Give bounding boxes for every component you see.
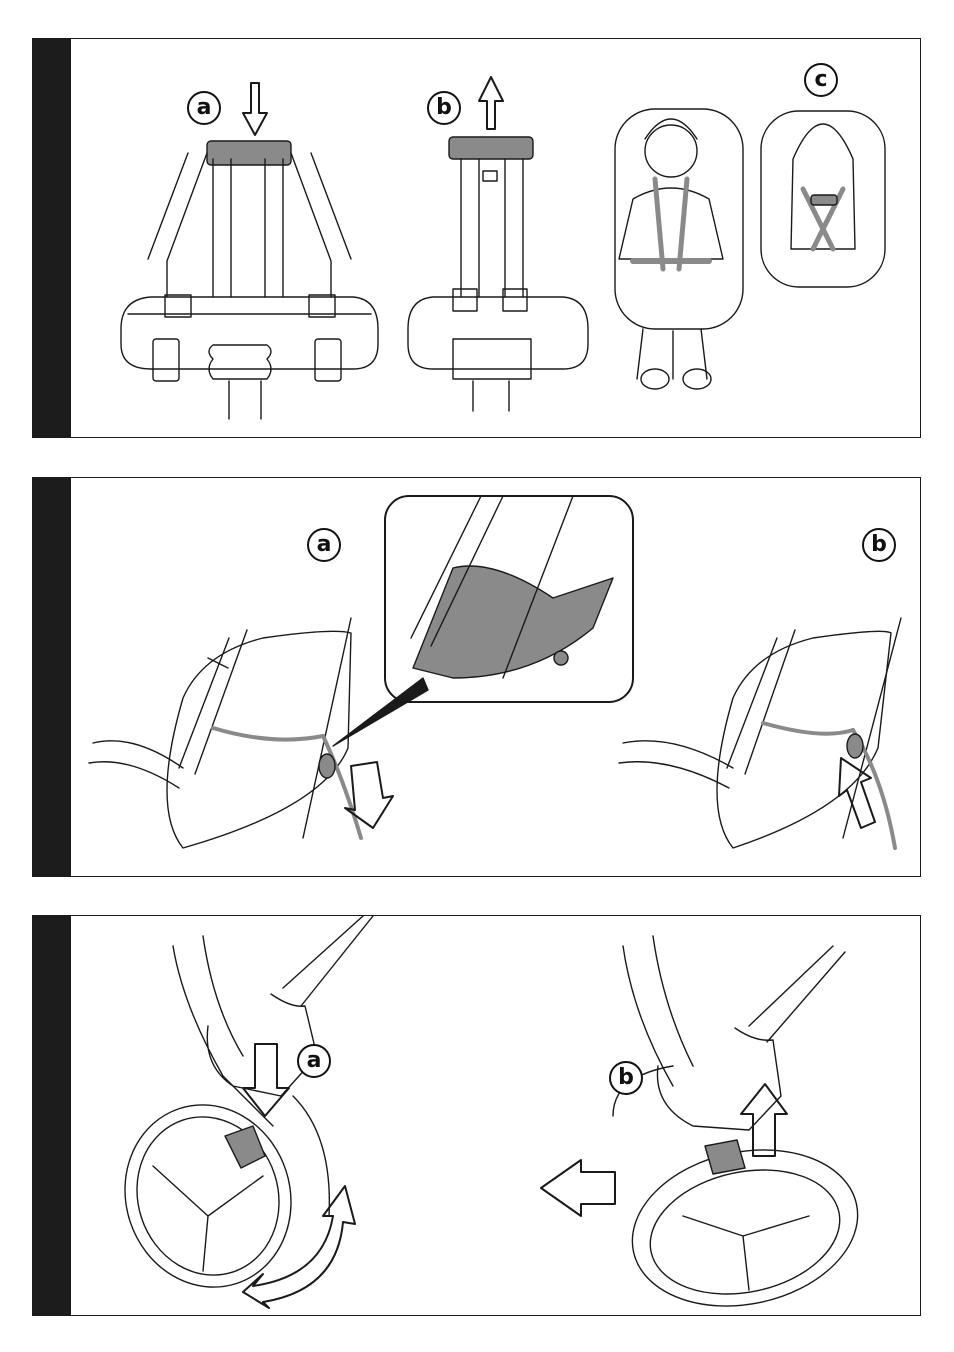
- step-label: b: [618, 1067, 634, 1089]
- step-badge-a: a: [297, 1044, 331, 1078]
- harness-child-figure: [615, 109, 885, 389]
- panel-basket: a b: [32, 477, 921, 877]
- step-label: a: [317, 534, 332, 556]
- wheel-unlock-figure: [541, 936, 872, 1316]
- harness-illustration: [33, 39, 921, 438]
- basket-zoom-inset: [333, 496, 633, 746]
- step-label: b: [436, 97, 452, 119]
- step-label: b: [871, 534, 887, 556]
- step-badge-b: b: [862, 528, 896, 562]
- basket-strap-release-figure: [89, 618, 393, 848]
- harness-open-figure: [408, 77, 588, 411]
- panel-wheel: a b: [32, 915, 921, 1316]
- panel-harness: a b c: [32, 38, 921, 438]
- step-badge-a: a: [307, 528, 341, 562]
- basket-strap-attach-figure: [619, 618, 901, 848]
- basket-illustration: [33, 478, 921, 877]
- step-badge-b: b: [609, 1061, 643, 1095]
- step-badge-c: c: [804, 63, 838, 97]
- step-label: c: [814, 69, 827, 91]
- step-label: a: [197, 97, 212, 119]
- step-badge-a: a: [187, 91, 221, 125]
- step-badge-b: b: [427, 91, 461, 125]
- harness-close-figure: [121, 83, 378, 419]
- wheel-illustration: [33, 916, 921, 1316]
- step-label: a: [307, 1050, 322, 1072]
- wheel-lock-figure: [102, 916, 373, 1309]
